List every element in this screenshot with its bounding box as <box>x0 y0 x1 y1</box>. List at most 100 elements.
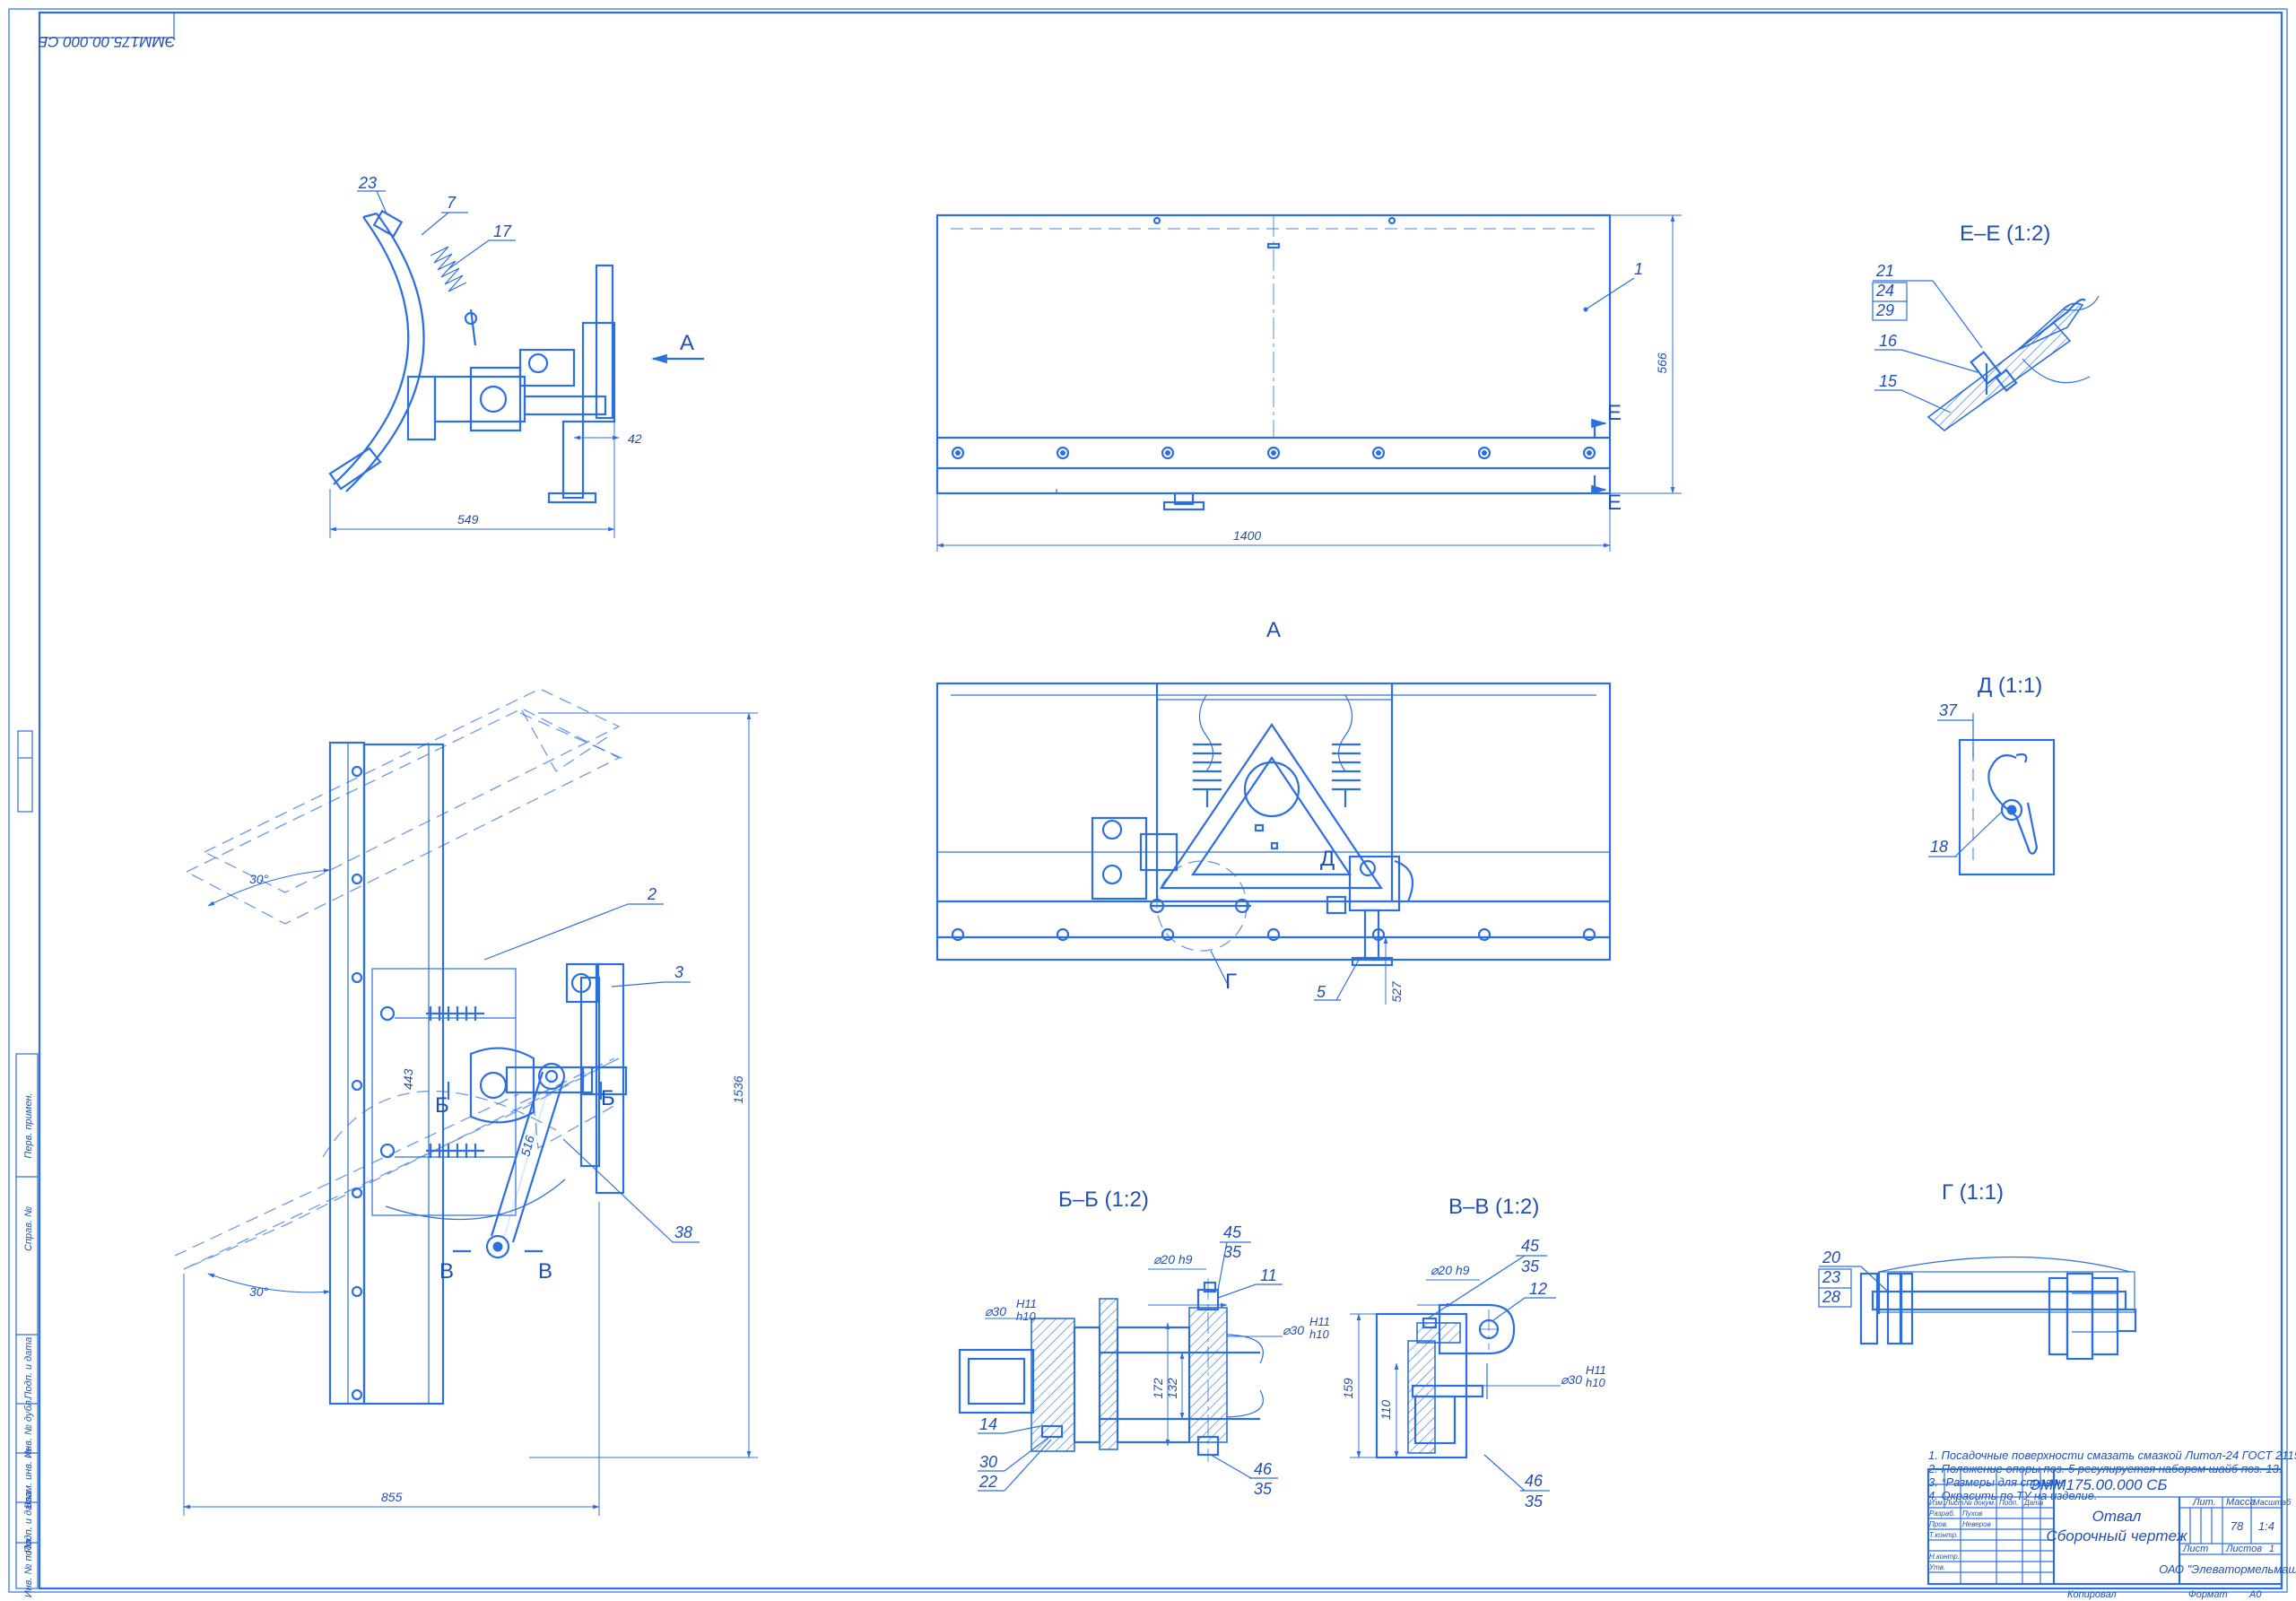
vv-dim-30-shaft: h10 <box>1586 1376 1605 1389</box>
front-dim-1400: 1400 <box>1233 528 1261 543</box>
top-blade-bolts <box>351 765 363 1401</box>
view-a-label-g: Г <box>1225 970 1237 994</box>
tb-role-check: Пров. <box>1929 1520 1948 1528</box>
vv-dim-20: ⌀20 h9 <box>1431 1263 1470 1277</box>
mirrored-drawing-code: ЭММ175.00.000 СБ <box>38 33 175 50</box>
vv-balloon-12: 12 <box>1529 1280 1547 1298</box>
top-balloon-2: 2 <box>647 885 657 903</box>
sheet-frame: ЭММ175.00.000 СБ <box>8 8 2288 1593</box>
view-a: А <box>935 618 1612 1005</box>
tb-head-doc: № докум. <box>1964 1499 1996 1507</box>
section-ee-balloon-29: 29 <box>1875 301 1894 319</box>
bb-balloon-11: 11 <box>1260 1266 1277 1284</box>
tb-title-1: Отвал <box>2092 1508 2142 1525</box>
tb-scale-head: Масштаб <box>2253 1498 2292 1507</box>
vv-balloon-35b: 35 <box>1525 1492 1544 1510</box>
top-view: 30° 30° 2 3 38 Б Б В В 443 516 1536 855 <box>174 688 758 1516</box>
bb-balloon-35b: 35 <box>1254 1480 1273 1498</box>
bb-dim-30a: ⌀30 <box>985 1304 1006 1318</box>
bb-balloon-45: 45 <box>1223 1223 1242 1241</box>
stamp-label-7: Инв. № подл. <box>23 1536 34 1597</box>
tb-role-tcontr: Т.контр. <box>1929 1531 1958 1539</box>
view-d-title: Д (1:1) <box>1978 674 2042 698</box>
note-3: 3. *Размеры для справок. <box>1928 1475 2066 1489</box>
tb-name-1: Пухов <box>1962 1510 1982 1518</box>
view-a-label-d: Д <box>1320 847 1335 871</box>
view-a-spring-right <box>1332 694 1361 807</box>
bb-dim-132: 132 <box>1165 1378 1179 1399</box>
side-dim-42: 42 <box>628 431 642 446</box>
top-angle-lower: 30° <box>249 1284 269 1299</box>
tb-sheet-label: Лист <box>2182 1544 2208 1554</box>
section-ee-balloon-15: 15 <box>1879 372 1898 390</box>
vv-dim-110: 110 <box>1378 1400 1393 1421</box>
stamp-label-5: Взам. инв. № <box>23 1448 34 1509</box>
side-balloon-23: 23 <box>358 174 377 192</box>
side-balloon-17: 17 <box>493 222 512 240</box>
top-balloon-38: 38 <box>674 1223 692 1241</box>
view-a-dim-527: 527 <box>1389 980 1404 1003</box>
bb-dim-30b-shaft: h10 <box>1309 1327 1329 1341</box>
section-vv-title: В–В (1:2) <box>1448 1195 1539 1219</box>
view-a-balloon-5: 5 <box>1317 983 1326 1001</box>
bb-balloon-35: 35 <box>1223 1243 1242 1261</box>
tb-organization: ОАО "Элеватормельмаш" <box>2159 1562 2296 1576</box>
note-4: 4. Окрасить по ТУ на изделие. <box>1928 1489 2098 1502</box>
vv-dim-159: 159 <box>1341 1378 1355 1399</box>
section-ee-balloon-16: 16 <box>1879 332 1898 350</box>
top-cut-v-right: В <box>538 1259 552 1283</box>
view-a-bolts <box>951 927 1596 942</box>
top-angle-upper: 30° <box>249 872 269 886</box>
tb-head-izm: Изм. <box>1929 1499 1944 1507</box>
section-ee-balloon-24: 24 <box>1875 282 1894 300</box>
bb-dim-30b-hole: H11 <box>1309 1315 1330 1328</box>
top-balloon-3: 3 <box>674 963 683 981</box>
view-d-balloon-37: 37 <box>1939 701 1958 719</box>
top-dim-1536: 1536 <box>731 1075 745 1103</box>
bb-dim-30a-hole: H11 <box>1016 1297 1037 1310</box>
front-bolts <box>951 446 1596 460</box>
bb-dim-20: ⌀20 h9 <box>1153 1252 1193 1266</box>
side-dim-549: 549 <box>457 512 479 526</box>
top-spring-upper <box>379 1005 484 1022</box>
stamp-label-1: Перв. примен. <box>23 1092 34 1158</box>
side-view-arrow-label: А <box>680 331 694 355</box>
bb-balloon-30: 30 <box>979 1453 997 1471</box>
bb-dim-172: 172 <box>1151 1378 1165 1399</box>
top-dim-443: 443 <box>401 1068 415 1090</box>
stamp-label-6: Подп. и дата <box>23 1492 34 1553</box>
stamp-label-3: Подп. и дата <box>23 1337 34 1399</box>
tb-format-value: А0 <box>2248 1589 2262 1600</box>
top-dim-855: 855 <box>381 1490 403 1504</box>
tb-head-date: Дата <box>2023 1499 2044 1507</box>
bb-dim-30b: ⌀30 <box>1283 1323 1304 1337</box>
view-g: Г (1:1) 20 23 28 <box>1818 1180 2137 1361</box>
front-cut-e-bottom: Е <box>1607 491 1622 515</box>
section-ee-balloon-21: 21 <box>1875 262 1894 280</box>
top-cut-v-left: В <box>439 1259 454 1283</box>
vv-balloon-46: 46 <box>1525 1472 1544 1490</box>
vv-dim-30: ⌀30 <box>1561 1372 1582 1387</box>
front-view: 1 566 1400 Е Е <box>935 213 1682 552</box>
tb-head-list: Лист <box>1944 1499 1964 1507</box>
front-balloon-1: 1 <box>1634 260 1643 278</box>
stamp-label-2: Справ. № <box>23 1206 34 1251</box>
tb-mass-head: Масса <box>2226 1497 2256 1508</box>
title-block: ЭММ175.00.000 СБ Изм. Лист № докум. Подп… <box>1926 1467 2296 1600</box>
technical-notes: 1. Посадочные поверхности смазать смазко… <box>1927 1449 2296 1502</box>
vv-dim-30-hole: H11 <box>1586 1363 1606 1377</box>
tb-role-dev: Разраб. <box>1929 1510 1955 1518</box>
section-ee-title: Е–Е (1:2) <box>1960 222 2050 246</box>
tb-mass-value: 78 <box>2231 1519 2244 1533</box>
side-spring <box>430 246 478 346</box>
tb-sheets-value: 1 <box>2269 1544 2274 1554</box>
tb-scale-value: 1:4 <box>2258 1519 2274 1533</box>
view-d: Д (1:1) 37 18 <box>1928 674 2056 876</box>
view-g-title: Г (1:1) <box>1942 1180 2004 1205</box>
top-spring-lower <box>379 1143 484 1159</box>
bb-dim-30a-shaft: h10 <box>1016 1310 1036 1323</box>
tb-lit-head: Лит. <box>2192 1497 2216 1508</box>
section-bb-title: Б–Б (1:2) <box>1058 1188 1149 1212</box>
tb-head-sign: Подп. <box>1999 1499 2018 1507</box>
